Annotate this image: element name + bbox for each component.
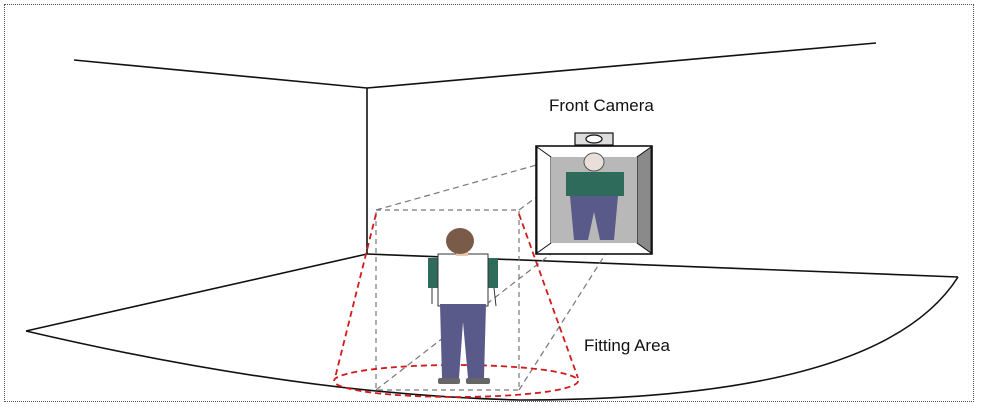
floor-left-edge — [25, 253, 368, 332]
fitting-area-label: Fitting Area — [584, 336, 670, 355]
reflection-shirt — [566, 172, 624, 196]
floor-front-curve — [25, 276, 959, 401]
mirror-right-side — [636, 146, 652, 254]
reflection-pants — [570, 196, 618, 240]
reflection-head — [583, 152, 605, 172]
right-wall-top-edge — [366, 42, 877, 89]
person-left-shoe — [438, 378, 460, 384]
person-shirt — [437, 253, 489, 307]
projection-line-3 — [375, 246, 561, 391]
left-wall-top-edge — [73, 59, 368, 89]
fitting-cone-left — [334, 213, 377, 379]
person-right-arm — [486, 258, 498, 288]
fitting-cone-right — [518, 213, 579, 379]
person-right-shoe — [466, 378, 490, 384]
mirror-display — [535, 132, 653, 255]
mirror-left-side — [536, 146, 552, 254]
person-left-arm — [428, 258, 440, 288]
person-right-hand — [493, 287, 497, 307]
room-walls — [73, 42, 877, 254]
diagram-frame — [4, 4, 974, 402]
camera-lens — [585, 134, 603, 144]
person-figure — [428, 228, 498, 384]
mirror-reflection-person — [566, 152, 624, 240]
projection-line-4 — [518, 246, 611, 391]
front-camera-label: Front Camera — [549, 96, 654, 115]
person-pants — [440, 304, 486, 378]
person-head — [446, 228, 474, 254]
